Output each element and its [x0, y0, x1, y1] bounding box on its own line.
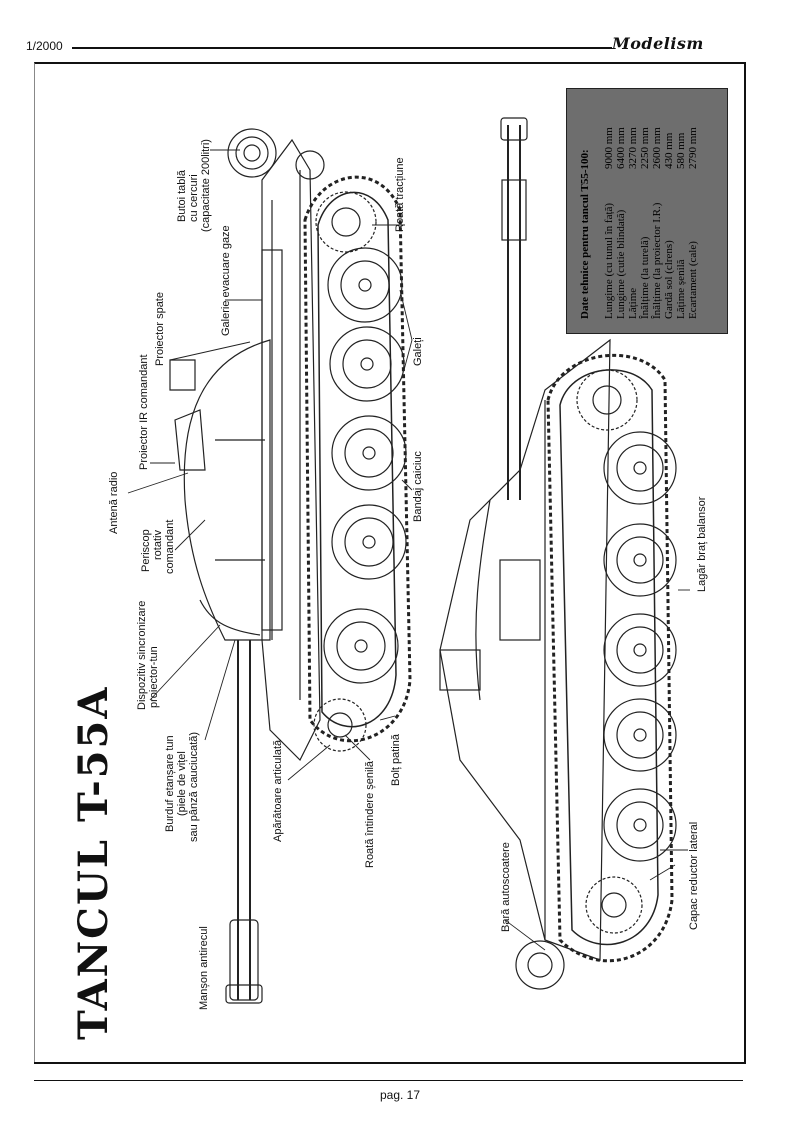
label-fuel-drum-3: (capacitate 200litri): [200, 139, 212, 232]
label-gun-boot-3: sau pânză cauciucată): [188, 731, 200, 842]
label-track-pin: Bolț patină: [390, 734, 402, 786]
left-tank-turret: [169, 339, 271, 641]
spec-row: Lățime 3270 mm: [627, 99, 639, 319]
label-radio-antenna: Antenă radio: [108, 471, 120, 534]
issue-number: 1/2000: [26, 39, 63, 53]
label-commander-ir-searchlight: Proiector IR comandant: [138, 354, 150, 470]
label-unditching-beam: Bară autoscoatere: [500, 842, 512, 932]
spec-name: Lățime șenilă: [675, 259, 687, 319]
right-tank-track: [546, 353, 674, 963]
page-frame: [34, 62, 746, 1064]
spec-row: Gardă sol (clrens) 430 mm: [663, 99, 675, 319]
label-fuel-drum-2: cu cercuri: [188, 174, 200, 222]
magazine-logo: Modelism: [612, 34, 704, 53]
spec-row: Înălțime (la proiector I.R.) 2600 mm: [651, 99, 663, 319]
left-tank-fuel-drum: [227, 128, 325, 180]
label-rubber-tyre: Bandaj caiciuc: [412, 451, 424, 522]
label-rear-searchlight: Proiector spate: [154, 292, 166, 366]
label-final-drive-cover: Capac reductor lateral: [688, 821, 700, 930]
spec-value: 3270 mm: [627, 127, 639, 169]
spec-row: Lungime (cu tunul în față) 9000 mm: [603, 99, 615, 319]
spec-row: Înălțime (la turelă) 2250 mm: [639, 99, 651, 319]
spec-value: 580 mm: [675, 132, 687, 169]
spec-value: 2250 mm: [639, 127, 651, 169]
label-periscope-3: comandant: [164, 519, 176, 574]
label-sync-device-1: Dispozitiv sincronizare: [136, 600, 148, 710]
label-idler-wheel: Roată întindere șenilă: [364, 760, 376, 868]
label-exhaust-gallery: Galerie evacuare gaze: [220, 225, 232, 336]
spec-name: Lungime (cu tunul în față): [603, 202, 615, 319]
spec-name: Ecartament (cale): [687, 241, 699, 319]
spec-value: 2790 mm: [687, 127, 699, 169]
left-tank-track: [303, 175, 412, 743]
spec-value: 2600 mm: [651, 127, 663, 169]
right-tank-hull: [439, 338, 611, 961]
spec-value: 430 mm: [663, 132, 675, 169]
label-gun-boot-2: (piele de vițel: [176, 751, 188, 816]
specs-box: Date tehnice pentru tancul T55-100: Lung…: [566, 88, 728, 334]
label-articulated-fender: Apărătoare articulată: [272, 739, 284, 842]
spec-name: Gardă sol (clrens): [663, 240, 675, 319]
left-tank-hull: [261, 138, 321, 762]
specs-content: Date tehnice pentru tancul T55-100: Lung…: [567, 89, 727, 333]
header-rule: [72, 47, 612, 49]
label-road-wheels: Galeți: [412, 337, 424, 366]
label-recoil-sleeve: Manșon antirecul: [198, 926, 210, 1010]
label-periscope-2: rotativ: [152, 530, 164, 560]
spec-name: Înălțime (la proiector I.R.): [651, 202, 663, 319]
specs-title: Date tehnice pentru tancul T55-100:: [579, 149, 591, 319]
label-fuel-drum-1: Butoi tablă: [176, 170, 188, 222]
right-tank-wheels: [515, 369, 677, 990]
spec-value: 6400 mm: [615, 127, 627, 169]
left-tank-wheels: [313, 191, 407, 752]
spec-name: Lățime: [627, 287, 639, 319]
footer-rule: [34, 1080, 743, 1081]
label-drive-sprocket: Roată tracțiune: [394, 157, 406, 232]
spec-name: Înălțime (la turelă): [639, 236, 651, 319]
page-number: pag. 17: [379, 1088, 421, 1102]
label-periscope-1: Periscop: [140, 529, 152, 572]
label-gun-boot-1: Burduf etanșare tun: [164, 735, 176, 832]
leader-lines: [127, 149, 690, 951]
spec-name: Lungime (cutie blindată): [615, 209, 627, 319]
spec-row: Lungime (cutie blindată) 6400 mm: [615, 99, 627, 319]
spec-value: 9000 mm: [603, 127, 615, 169]
label-sync-device-2: proiector-tun: [148, 646, 160, 708]
spec-row: Lățime șenilă 580 mm: [675, 99, 687, 319]
right-tank-gun: [500, 117, 528, 500]
left-tank-gun: [225, 640, 263, 1004]
frame-bottom-rule: [34, 1062, 745, 1064]
spec-row: Ecartament (cale) 2790 mm: [687, 99, 699, 319]
page-title: TANCUL T-55A: [70, 685, 117, 1040]
label-balance-arm-bearing: Lagăr braț balansor: [696, 496, 708, 592]
